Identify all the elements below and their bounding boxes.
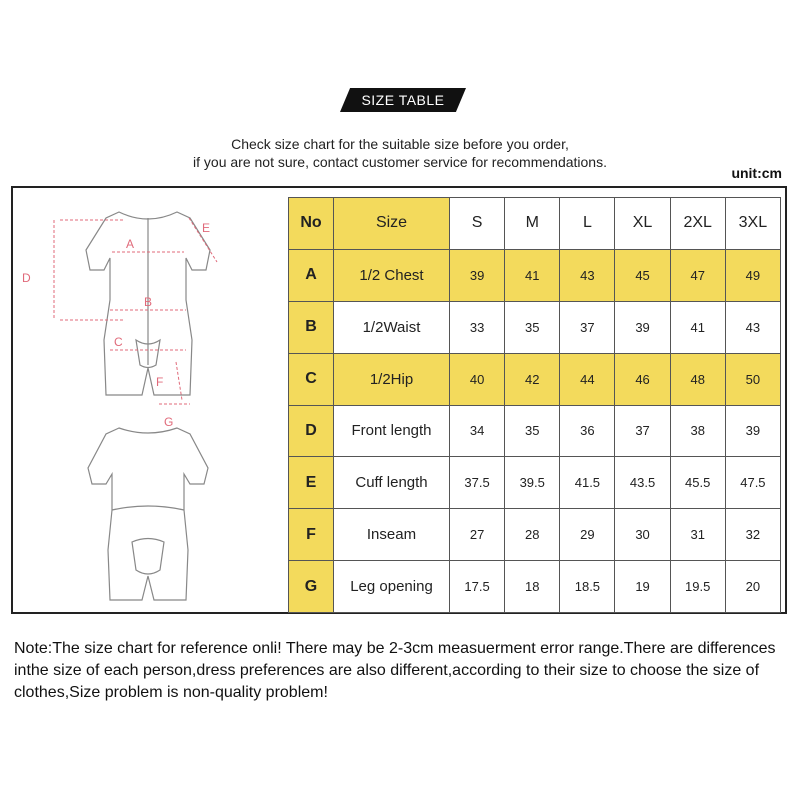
- cell-2xl: 38: [669, 404, 726, 458]
- cell-m: 18: [504, 560, 561, 613]
- cell-xl: 43.5: [614, 456, 671, 510]
- row-code: A: [288, 248, 334, 302]
- cell-s: 27: [448, 508, 506, 562]
- intro-line-1: Check size chart for the suitable size b…: [231, 136, 569, 152]
- row-measure: Inseam: [333, 508, 450, 562]
- table-row: E Cuff length 37.5 39.5 41.5 43.5 45.5 4…: [288, 456, 782, 510]
- header-l: L: [559, 197, 616, 250]
- row-code: D: [288, 404, 334, 458]
- front-suit-drawing: [85, 211, 211, 396]
- cell-s: 34: [448, 404, 506, 458]
- row-measure: Leg opening: [333, 560, 450, 613]
- cell-m: 39.5: [504, 456, 561, 510]
- intro-text: Check size chart for the suitable size b…: [100, 135, 700, 171]
- cell-3xl: 47.5: [724, 456, 782, 510]
- cell-2xl: 48: [669, 352, 726, 406]
- cell-xl: 45: [614, 248, 671, 302]
- header-no: No: [288, 197, 334, 250]
- header-size: Size: [333, 197, 450, 250]
- row-code: C: [288, 352, 334, 406]
- row-measure: 1/2Hip: [333, 352, 450, 406]
- table-row: C 1/2Hip 40 42 44 46 48 50: [288, 352, 782, 406]
- label-a: A: [126, 237, 134, 251]
- cell-m: 35: [504, 404, 561, 458]
- cell-l: 41.5: [559, 456, 616, 510]
- label-d: D: [22, 271, 31, 285]
- table-header-row: No Size S M L XL 2XL 3XL: [288, 197, 782, 250]
- row-code: G: [288, 560, 334, 613]
- cell-2xl: 47: [669, 248, 726, 302]
- row-measure: Front length: [333, 404, 450, 458]
- row-code: F: [288, 508, 334, 562]
- header-m: M: [504, 197, 561, 250]
- cell-xl: 19: [614, 560, 671, 613]
- cell-2xl: 31: [669, 508, 726, 562]
- cell-xl: 39: [614, 300, 671, 354]
- cell-l: 36: [559, 404, 616, 458]
- cell-s: 33: [448, 300, 506, 354]
- label-f: F: [156, 375, 163, 389]
- size-chart-frame: [11, 186, 787, 614]
- table-row: A 1/2 Chest 39 41 43 45 47 49: [288, 248, 782, 302]
- label-e: E: [202, 221, 210, 235]
- cell-2xl: 19.5: [669, 560, 726, 613]
- disclaimer-note: Note:The size chart for reference onli! …: [14, 640, 776, 701]
- cell-3xl: 43: [724, 300, 782, 354]
- unit-label: unit:cm: [731, 165, 782, 181]
- table-row: F Inseam 27 28 29 30 31 32: [288, 508, 782, 562]
- table-row: D Front length 34 35 36 37 38 39: [288, 404, 782, 458]
- size-table-banner: SIZE TABLE: [340, 88, 466, 112]
- cell-m: 28: [504, 508, 561, 562]
- cell-xl: 46: [614, 352, 671, 406]
- cell-xl: 30: [614, 508, 671, 562]
- cell-s: 17.5: [448, 560, 506, 613]
- row-measure: 1/2 Chest: [333, 248, 450, 302]
- header-xl: XL: [614, 197, 671, 250]
- cell-m: 35: [504, 300, 561, 354]
- cell-xl: 37: [614, 404, 671, 458]
- label-g: G: [164, 415, 173, 429]
- label-b: B: [144, 295, 152, 309]
- cell-l: 44: [559, 352, 616, 406]
- cell-s: 40: [448, 352, 506, 406]
- intro-line-2: if you are not sure, contact customer se…: [193, 154, 607, 170]
- cell-2xl: 41: [669, 300, 726, 354]
- cell-3xl: 32: [724, 508, 782, 562]
- cell-2xl: 45.5: [669, 456, 726, 510]
- row-code: B: [288, 300, 334, 354]
- header-3xl: 3XL: [724, 197, 782, 250]
- header-2xl: 2XL: [669, 197, 726, 250]
- cell-l: 18.5: [559, 560, 616, 613]
- measurement-lines: [53, 217, 218, 405]
- row-code: E: [288, 456, 334, 510]
- cell-3xl: 50: [724, 352, 782, 406]
- cell-s: 37.5: [448, 456, 506, 510]
- cell-s: 39: [448, 248, 506, 302]
- header-s: S: [448, 197, 506, 250]
- cell-l: 29: [559, 508, 616, 562]
- size-table: No Size S M L XL 2XL 3XL A 1/2 Chest 39 …: [288, 197, 782, 613]
- table-row: B 1/2Waist 33 35 37 39 41 43: [288, 300, 782, 354]
- row-measure: 1/2Waist: [333, 300, 450, 354]
- cell-l: 43: [559, 248, 616, 302]
- table-row: G Leg opening 17.5 18 18.5 19 19.5 20: [288, 560, 782, 613]
- cell-3xl: 20: [724, 560, 782, 613]
- cell-m: 42: [504, 352, 561, 406]
- cell-3xl: 39: [724, 404, 782, 458]
- garment-diagram: A B C D E F G: [22, 211, 218, 601]
- back-suit-drawing: [87, 427, 209, 601]
- label-c: C: [114, 335, 123, 349]
- cell-l: 37: [559, 300, 616, 354]
- row-measure: Cuff length: [333, 456, 450, 510]
- cell-3xl: 49: [724, 248, 782, 302]
- cell-m: 41: [504, 248, 561, 302]
